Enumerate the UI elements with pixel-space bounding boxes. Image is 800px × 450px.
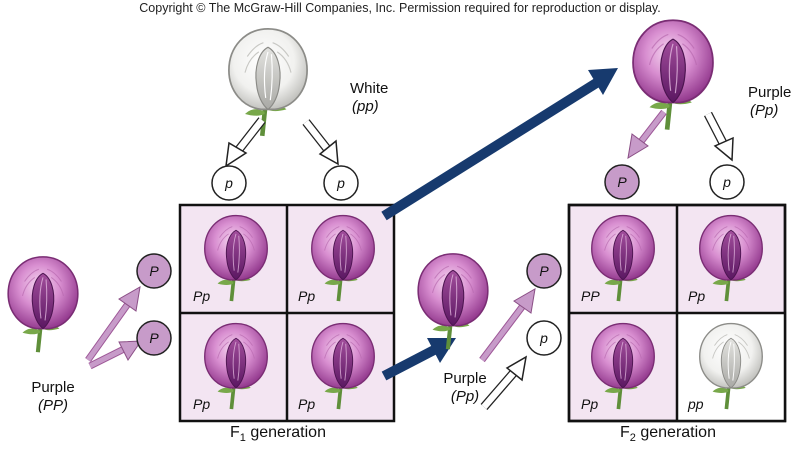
f2-cell-label-4: pp <box>688 396 704 412</box>
selected-f1-arrow-white <box>480 355 528 410</box>
f2-parent-name: Purple <box>748 84 792 101</box>
f2-gamete-2: p <box>723 174 731 190</box>
white-gamete-circle-2 <box>323 165 359 201</box>
purple-gamete-circle-1 <box>136 253 172 289</box>
f2-parent-arrow-white <box>704 111 734 162</box>
f2-parent-flower <box>633 20 713 129</box>
f2-cell-label-2: Pp <box>688 288 706 304</box>
selected-gamete-circle-purple <box>526 253 562 289</box>
f1-cell-label-1: Pp <box>193 288 211 304</box>
f2-cell-label-3: Pp <box>581 396 599 412</box>
arrow-to-f2-parent <box>381 68 618 221</box>
f1-cell-label-2: Pp <box>298 288 316 304</box>
f1-generation-label: F1 generation <box>230 424 326 445</box>
f2-parent-genotype: (Pp) <box>750 102 779 119</box>
f1-cell-label-3: Pp <box>193 396 211 412</box>
white-parent-genotype: (pp) <box>352 98 379 115</box>
purple-parent-flower <box>8 257 78 352</box>
copyright-notice: Copyright © The McGraw-Hill Companies, I… <box>139 1 661 15</box>
white-gamete-circle-1 <box>211 165 247 201</box>
selected-f1-genotype: (Pp) <box>450 388 480 405</box>
white-parent-arrow-left <box>225 117 266 168</box>
f2-parent-arrow-purple <box>627 109 667 159</box>
white-gamete-2: p <box>337 175 345 191</box>
f2-gamete-circle-white <box>709 164 745 200</box>
purple-gamete-circle-2 <box>136 320 172 356</box>
selected-gamete-1: P <box>539 263 549 279</box>
purple-parent-arrow-lower <box>88 340 142 370</box>
f1-cell-label-4: Pp <box>298 396 316 412</box>
f2-generation-label: F2 generation <box>620 424 716 445</box>
selected-f1-name: Purple <box>443 370 487 387</box>
f2-punnett-square <box>567 203 787 423</box>
selected-f1-arrow-purple <box>479 288 536 363</box>
purple-parent-name: Purple <box>31 379 75 396</box>
purple-parent-arrow-upper <box>85 286 141 363</box>
selected-f1-flower <box>418 254 488 349</box>
white-parent-arrow-right <box>302 119 339 166</box>
purple-gamete-1: P <box>149 263 159 279</box>
f1-punnett-square <box>178 203 396 423</box>
f2-gamete-circle-purple <box>604 164 640 200</box>
selected-gamete-2: p <box>540 330 548 346</box>
white-parent-flower <box>229 29 307 136</box>
purple-parent-genotype: (PP) <box>38 397 68 414</box>
purple-gamete-2: P <box>149 330 159 346</box>
f2-gamete-1: P <box>617 174 627 190</box>
white-gamete-1: p <box>225 175 233 191</box>
f2-cell-label-1: PP <box>581 288 600 304</box>
white-parent-name: White <box>350 80 389 97</box>
selected-gamete-circle-white <box>526 320 562 356</box>
